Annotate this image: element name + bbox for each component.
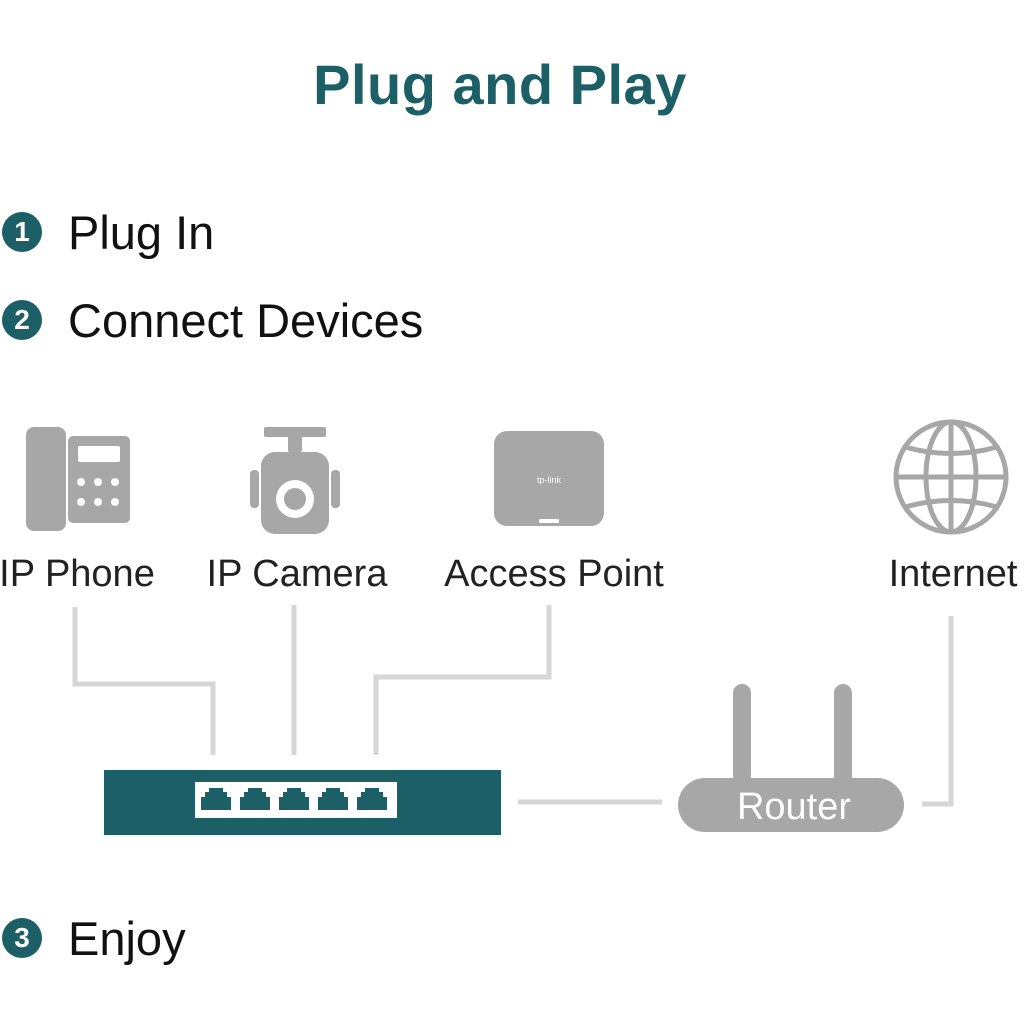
ip-camera-icon (250, 427, 340, 534)
ap-to-switch-cable (373, 605, 552, 755)
ethernet-ports (201, 788, 387, 810)
page-title: Plug and Play (313, 53, 687, 116)
router-to-internet-cable (922, 616, 954, 807)
step-enjoy: 3 Enjoy (2, 910, 186, 966)
ip-camera-label: IP Camera (207, 553, 389, 595)
ethernet-port-icon (201, 788, 231, 810)
step-number-badge: 3 (2, 918, 42, 958)
switch-icon (104, 770, 501, 835)
access-point-logo: tp-link (537, 475, 562, 485)
access-point-label: Access Point (444, 553, 664, 595)
connection-lines (72, 605, 954, 807)
ip-phone-icon (26, 427, 130, 531)
ethernet-port-icon (279, 788, 309, 810)
ethernet-port-icon (240, 788, 270, 810)
step-label: Connect Devices (68, 293, 424, 347)
step-label: Plug In (68, 205, 215, 259)
ethernet-port-icon (318, 788, 348, 810)
step-connect-devices: 2 Connect Devices (2, 292, 423, 348)
router-label: Router (737, 786, 851, 828)
internet-label: Internet (889, 553, 1018, 595)
router-icon (678, 684, 904, 832)
step-number-badge: 1 (2, 212, 42, 252)
ethernet-port-icon (357, 788, 387, 810)
ip-phone-label: IP Phone (0, 553, 155, 595)
access-point-icon: tp-link (494, 431, 604, 526)
step-number-badge: 2 (2, 300, 42, 340)
step-label: Enjoy (68, 911, 186, 965)
globe-icon (893, 419, 1009, 535)
phone-to-switch-cable (72, 607, 216, 755)
step-plug-in: 1 Plug In (2, 204, 214, 260)
